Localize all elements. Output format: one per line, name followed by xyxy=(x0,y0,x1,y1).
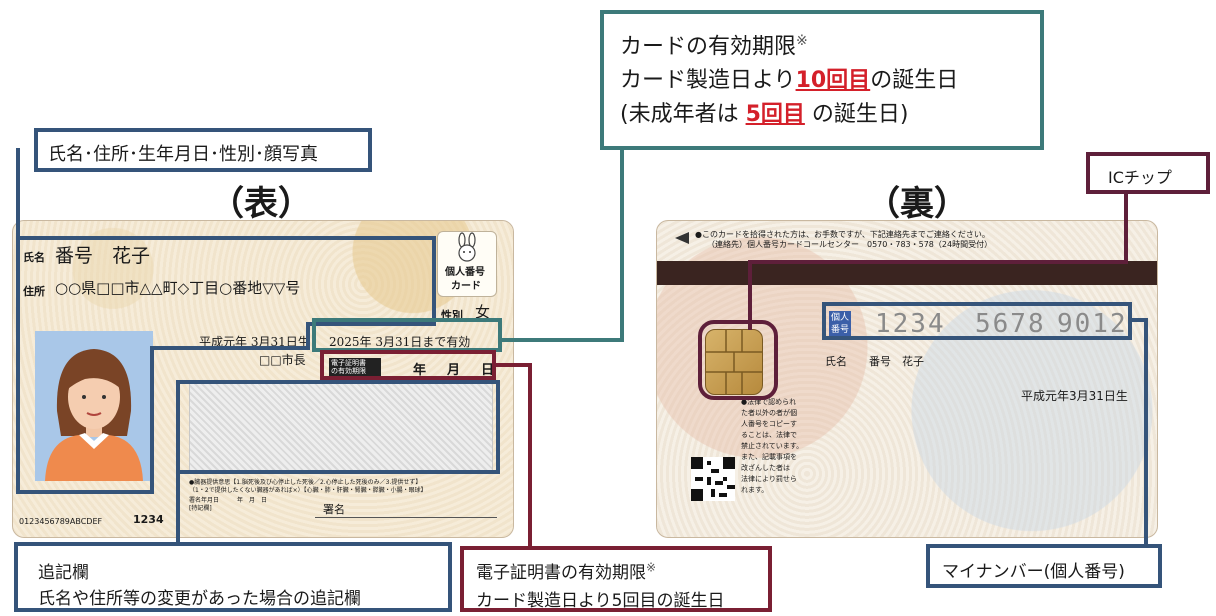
callout-notes-title: 追記欄 xyxy=(38,563,89,583)
legal-line: 禁止されています。 xyxy=(741,442,804,450)
back-heading: （裏） xyxy=(866,184,968,224)
expiry-l3-b: の誕生日) xyxy=(804,102,909,128)
pin-code: 1234 xyxy=(133,513,164,526)
legal-line: ●法律で認められ xyxy=(741,398,797,406)
expiry-note-mark: ※ xyxy=(796,33,808,49)
address-value: ○○県□□市△△町◇丁目○番地▽▽号 xyxy=(55,279,301,297)
back-name-value: 番号 花子 xyxy=(869,355,924,368)
cert-label-2: の有効期限 xyxy=(331,367,366,375)
legal-line: 改ざんした者は xyxy=(741,464,790,472)
qr-code-icon xyxy=(691,457,735,501)
legal-line: た者以外の者が個 xyxy=(741,409,797,417)
notice-line1: ●このカードを拾得された方は、お手数ですが、下記連絡先までご連絡ください。 xyxy=(695,230,990,239)
cert-ymd: 年 月 日 xyxy=(413,363,499,378)
callout-notes-desc: 氏名や住所等の変更があった場合の追記欄 xyxy=(38,589,361,609)
cert-label-1: 電子証明書 xyxy=(331,359,366,367)
sex-value: 女 xyxy=(475,303,491,321)
legal-line: ることは、法律で xyxy=(741,431,797,439)
expiry-date: 2025年 3月31日まで有効 xyxy=(329,335,471,349)
expiry-line2: カード製造日より10回目の誕生日 xyxy=(620,64,958,98)
expiry-line3: (未成年者は 5回目 の誕生日) xyxy=(620,98,958,132)
number-label-1: 個人 xyxy=(830,313,849,323)
cert-note-mark: ※ xyxy=(646,560,657,575)
expiry-l2-a: カード製造日より xyxy=(620,68,796,94)
name-label: 氏名 xyxy=(23,251,45,264)
callout-notes: 追記欄 氏名や住所等の変更があった場合の追記欄 xyxy=(14,542,452,612)
donor-line1: ●臓器提供意思【1.脳死後及び心停止した死後／2.心停止した死後のみ／3.提供せ… xyxy=(189,479,422,486)
callout-ic-chip-text: ICチップ xyxy=(1108,168,1172,187)
mark-line1: 個人番号 xyxy=(445,267,485,278)
arrow-left-icon xyxy=(675,232,689,244)
donor-line4: [特記欄] xyxy=(189,505,212,512)
callout-personal-info: 氏名･住所･生年月日･性別･顔写真 xyxy=(34,128,372,172)
expiry-l3-red: 5回目 xyxy=(745,102,805,128)
expiry-l3-a: (未成年者は xyxy=(620,102,746,128)
number-group-3: 9012 xyxy=(1057,309,1128,339)
number-group-2: 5678 xyxy=(975,309,1046,339)
back-birth: 平成元年3月31日生 xyxy=(1021,389,1128,403)
birth-date: 平成元年 3月31日生 xyxy=(199,335,310,349)
face-photo xyxy=(35,331,153,481)
number-label: 個人 番号 xyxy=(829,311,851,340)
expiry-title: カードの有効期限 xyxy=(620,34,797,60)
callout-mynumber: マイナンバー(個人番号) xyxy=(926,544,1162,588)
callout-mynumber-text: マイナンバー(個人番号) xyxy=(942,562,1125,582)
serial-number: 0123456789ABCDEF xyxy=(19,517,103,526)
legal-line: 人番号をコピーす xyxy=(741,420,797,428)
legal-line: 法律により罰せら xyxy=(741,475,797,483)
signature-label: 署名 xyxy=(323,503,345,516)
notice-line2: （連絡先）個人番号カードコールセンター 0570・783・578（24時間受付） xyxy=(707,240,993,249)
front-heading: （表） xyxy=(210,184,312,224)
legal-line: また、記載事項を xyxy=(741,453,797,461)
callout-personal-info-text: 氏名･住所･生年月日･性別･顔写真 xyxy=(48,144,318,165)
callout-ic-chip: ICチップ xyxy=(1086,152,1210,194)
rabbit-icon xyxy=(458,232,476,262)
legal-line: れます。 xyxy=(741,486,769,494)
legal-text: ●法律で認められ た者以外の者が個 人番号をコピーす ることは、法律で 禁止され… xyxy=(741,397,803,496)
callout-card-expiry: カードの有効期限※ カード製造日より10回目の誕生日 (未成年者は 5回目 の誕… xyxy=(600,10,1044,150)
issuer: □□市長 xyxy=(259,353,306,367)
expiry-line1: カードの有効期限※ xyxy=(620,24,958,64)
mynumber-card-mark: 個人番号 カード xyxy=(437,231,497,297)
signature-line xyxy=(315,517,497,518)
address-label: 住所 xyxy=(23,285,45,298)
cert-expiry-field: 電子証明書 の有効期限 年 月 日 xyxy=(329,358,499,378)
magnetic-stripe xyxy=(657,261,1157,285)
back-name-label: 氏名 xyxy=(825,355,847,368)
number-group-1: 1234 xyxy=(875,309,946,339)
mark-line2: カード xyxy=(451,281,481,292)
callout-cert-expiry: 電子証明書の有効期限※ カード製造日より5回目の誕生日 xyxy=(460,546,772,612)
cert-desc: カード製造日より5回目の誕生日 xyxy=(476,591,725,611)
card-back: ●このカードを拾得された方は、お手数ですが、下記連絡先までご連絡ください。 （連… xyxy=(656,220,1158,538)
name-value: 番号 花子 xyxy=(55,245,151,267)
number-label-2: 番号 xyxy=(830,325,849,335)
expiry-l2-b: の誕生日 xyxy=(870,68,959,94)
donor-line2: （1・2で提供したくない臓器があれば×）【心臓・肺・肝臓・腎臓・膵臓・小腸・眼球… xyxy=(189,487,427,494)
cert-title: 電子証明書の有効期限 xyxy=(476,563,646,583)
donor-line3: 署名年月日 年 月 日 xyxy=(189,497,268,504)
expiry-l2-red: 10回目 xyxy=(795,68,871,94)
ic-chip xyxy=(705,329,763,395)
